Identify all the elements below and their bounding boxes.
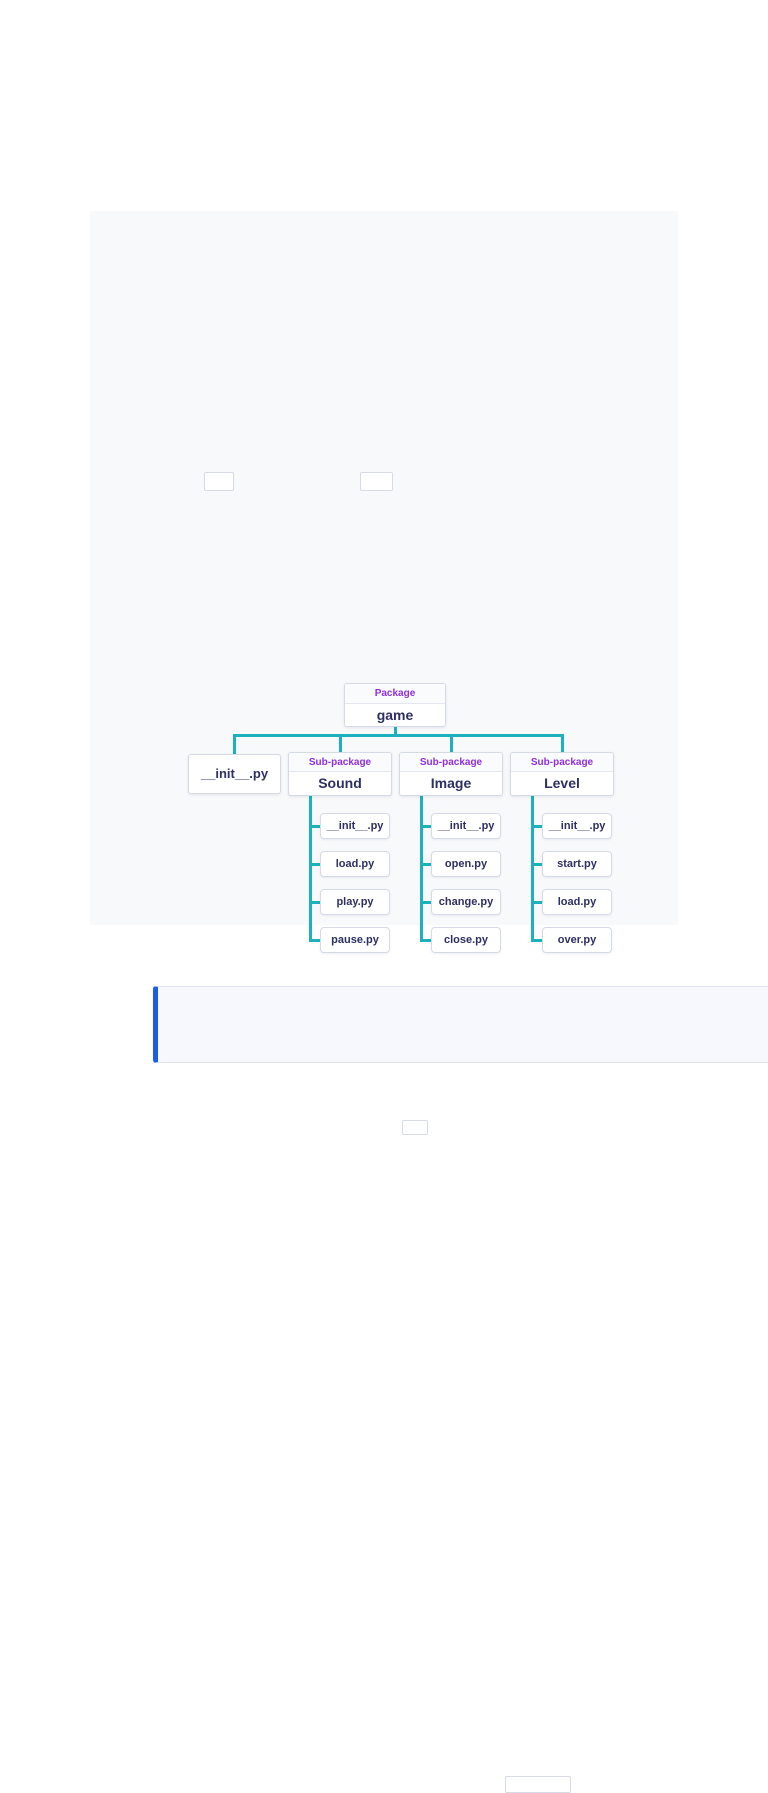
connector-line: [531, 796, 534, 942]
diagram-leaf-file: load.py: [542, 889, 612, 915]
connector-line: [420, 939, 432, 942]
node-badge-label: Sub-package: [511, 753, 613, 772]
connector-line: [450, 736, 453, 752]
connector-line: [561, 736, 564, 752]
connector-line: [531, 939, 543, 942]
diagram-leaf-file: over.py: [542, 927, 612, 953]
connector-line: [420, 796, 423, 942]
connector-line: [420, 863, 432, 866]
diagram-leaf-file: load.py: [320, 851, 390, 877]
node-name-label: Level: [544, 775, 580, 791]
connector-line: [394, 727, 397, 735]
diagram-leaf-file: play.py: [320, 889, 390, 915]
document-page: Package game __init__.py Sub-package Sou…: [90, 211, 768, 1793]
connector-line: [233, 736, 236, 754]
diagram-leaf-file: start.py: [542, 851, 612, 877]
connector-line: [309, 939, 321, 942]
diagram-leaf-file: open.py: [431, 851, 501, 877]
diagram-node-init-file: __init__.py: [188, 754, 281, 794]
connector-line: [309, 901, 321, 904]
content-panel: Package game __init__.py Sub-package Sou…: [90, 211, 768, 1793]
diagram-leaf-file: change.py: [431, 889, 501, 915]
node-name-label: Sound: [318, 775, 362, 791]
diagram-node-subpackage-sound: Sub-package Sound: [288, 752, 392, 796]
note-callout: [153, 986, 768, 1793]
node-name-label: game: [376, 707, 414, 723]
node-name-label: Image: [430, 775, 472, 791]
connector-line: [531, 901, 543, 904]
connector-line: [420, 901, 432, 904]
empty-inline-placeholder-box: [204, 472, 234, 491]
diagram-node-subpackage-image: Sub-package Image: [399, 752, 503, 796]
connector-line: [309, 863, 321, 866]
diagram-leaf-file: __init__.py: [542, 813, 612, 839]
empty-inline-placeholder-box: [360, 472, 393, 491]
diagram-node-package-game: Package game: [344, 683, 446, 727]
connector-line: [420, 825, 432, 828]
diagram-leaf-file: close.py: [431, 927, 501, 953]
empty-inline-placeholder-box: [402, 1120, 428, 1135]
node-name-label: __init__.py: [200, 766, 269, 781]
node-badge-label: Sub-package: [289, 753, 391, 772]
connector-line: [309, 825, 321, 828]
diagram-leaf-file: pause.py: [320, 927, 390, 953]
node-badge-label: Package: [345, 684, 445, 704]
connector-line: [309, 796, 312, 942]
empty-inline-placeholder-box: [505, 1776, 571, 1793]
connector-line: [233, 734, 564, 737]
connector-line: [531, 825, 543, 828]
diagram-leaf-file: __init__.py: [320, 813, 390, 839]
diagram-leaf-file: __init__.py: [431, 813, 501, 839]
node-badge-label: Sub-package: [400, 753, 502, 772]
connector-line: [339, 736, 342, 752]
connector-line: [531, 863, 543, 866]
diagram-node-subpackage-level: Sub-package Level: [510, 752, 614, 796]
